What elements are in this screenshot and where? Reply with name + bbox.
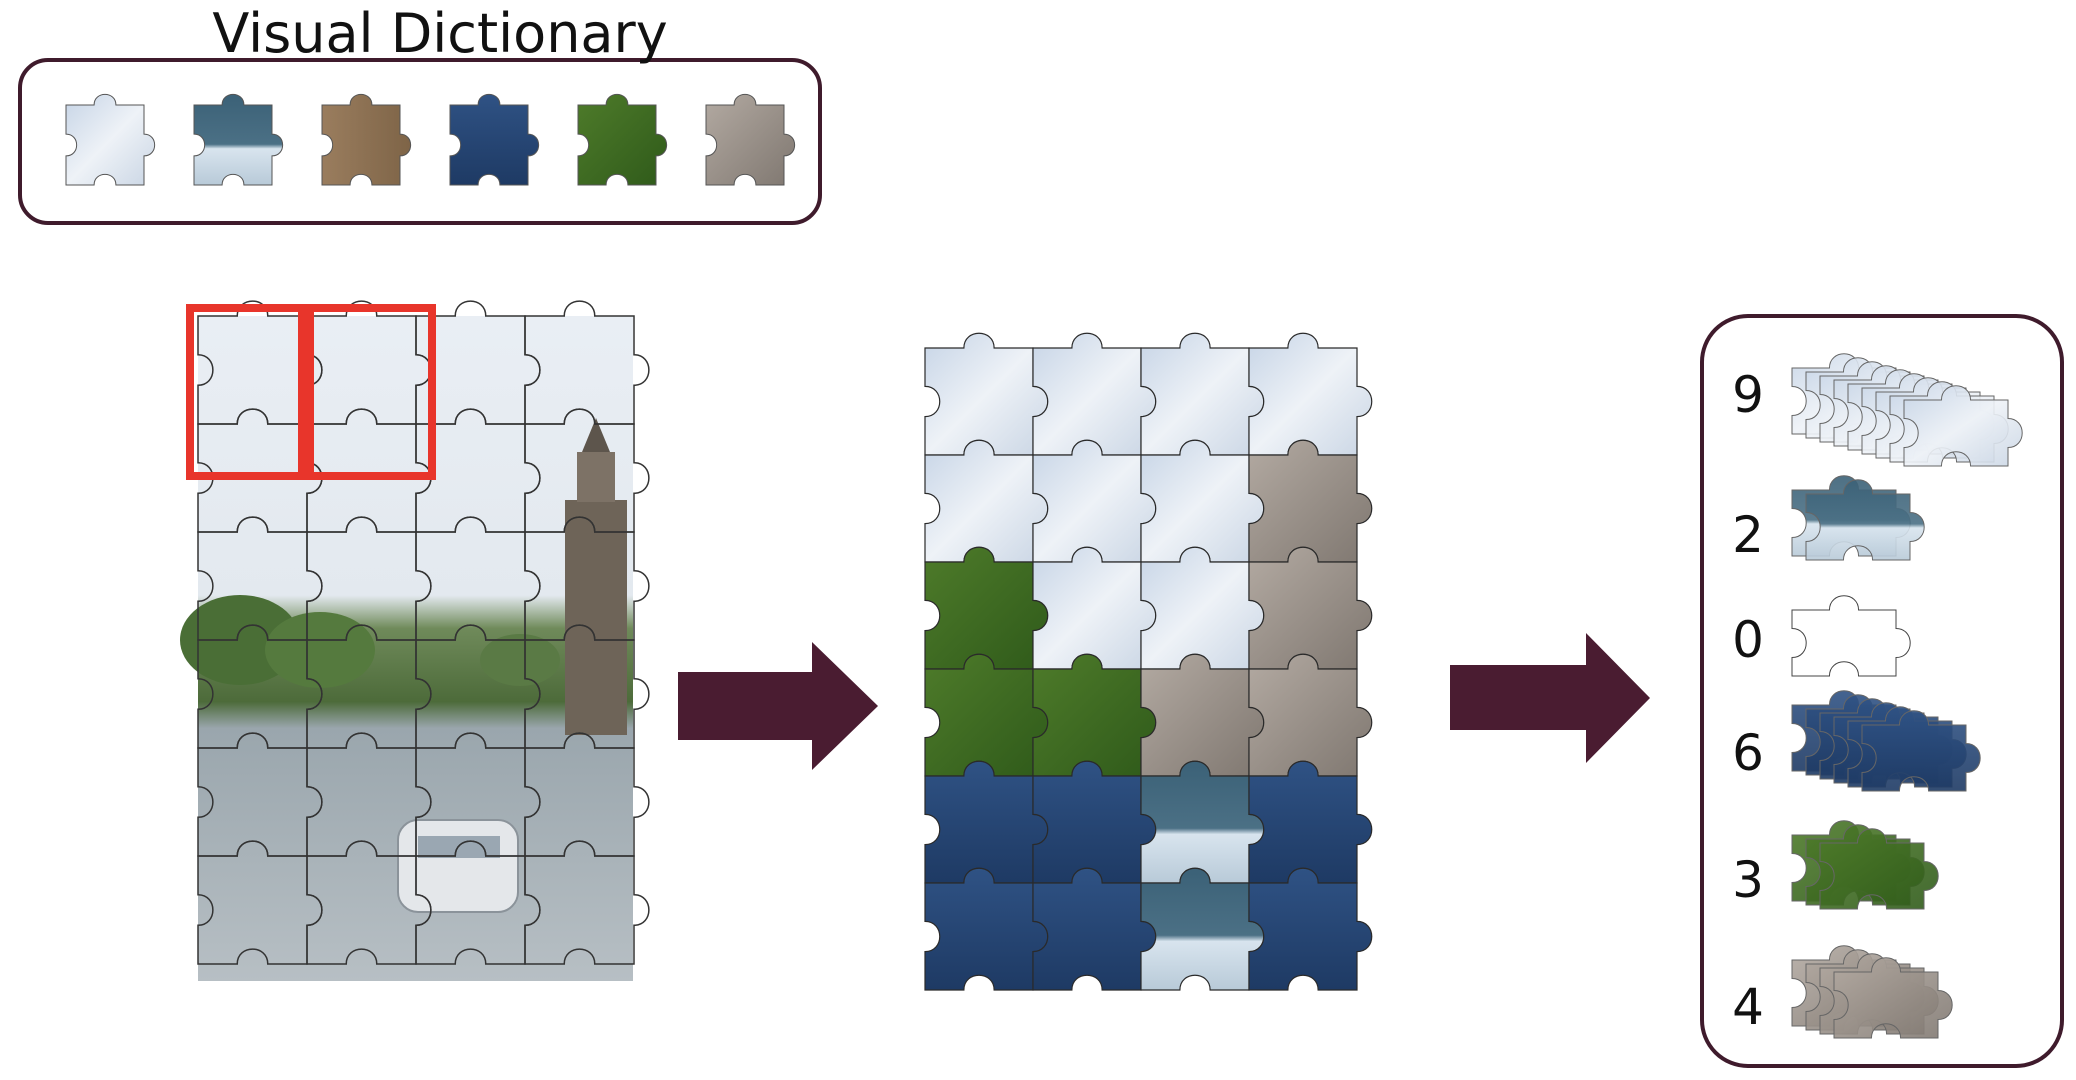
labeled-puzzle-piece [1032,332,1157,456]
histogram-piece [1833,957,1953,1039]
sky-water-puzzle-piece-icon [193,93,284,186]
labeled-puzzle-piece [924,439,1049,563]
labeled-puzzle-piece [924,760,1049,884]
sky-puzzle-piece-icon [65,93,156,186]
dictionary-title: Visual Dictionary [212,2,668,65]
labeled-puzzle-piece [1140,760,1265,884]
labeled-puzzle-piece [1032,653,1157,777]
histogram-stack-sky [1791,353,2023,467]
source-puzzle-piece [524,840,650,965]
labeled-puzzle [924,332,1373,991]
histogram-stack-sky-water [1791,475,1925,561]
labeled-puzzle-piece [1140,546,1265,670]
labeled-puzzle-piece [1032,439,1157,563]
dictionary-frame [18,58,822,225]
labeled-puzzle-piece [1032,546,1157,670]
source-image [180,316,633,981]
labeled-puzzle-piece [1248,867,1373,991]
histogram-stacks [1791,353,2023,1039]
histogram-piece [1791,595,1911,677]
labeled-puzzle-piece [1140,867,1265,991]
histogram-stack-grass [1791,820,1939,910]
puzzle-grid [197,300,650,965]
count-sky: 9 [1732,366,1764,424]
labeled-puzzle-piece [924,867,1049,991]
count-sky-water: 2 [1732,506,1764,564]
count-stone: 4 [1732,978,1764,1036]
histogram-stack-wood [1791,595,1911,677]
count-water: 6 [1732,724,1764,782]
labeled-puzzle-piece [924,653,1049,777]
labeled-puzzle-piece [1248,653,1373,777]
highlight-box-2 [298,304,436,480]
dictionary-words [65,93,796,186]
labeled-puzzle-piece [924,332,1049,456]
stone-puzzle-piece-icon [705,93,796,186]
histogram-stack-water [1791,690,1981,792]
tower-shape [565,500,627,735]
histogram-piece [1903,385,2023,467]
labeled-puzzle-piece [1032,760,1157,884]
histogram-stack-stone [1791,945,1953,1039]
labeled-puzzle-piece [1248,760,1373,884]
highlight-box-1 [186,304,314,480]
histogram-piece [1819,828,1939,910]
labeled-puzzle-piece [1140,653,1265,777]
histogram-frame [1700,314,2064,1068]
wood-puzzle-piece-icon [321,93,412,186]
histogram-piece [1805,479,1925,561]
labeled-puzzle-piece [1248,439,1373,563]
labeled-puzzle-piece [1140,332,1265,456]
count-wood: 0 [1732,611,1764,669]
labeled-puzzle-piece [1248,546,1373,670]
grass-puzzle-piece-icon [577,93,668,186]
labeled-puzzle-piece [924,546,1049,670]
labeled-puzzle-piece [1032,867,1157,991]
histogram-piece [1861,710,1981,792]
arrow-right-1 [678,642,878,770]
count-grass: 3 [1732,851,1764,909]
labeled-puzzle-piece [1248,332,1373,456]
labeled-puzzle-piece [1140,439,1265,563]
water-puzzle-piece-icon [449,93,540,186]
arrow-right-2 [1450,633,1650,763]
